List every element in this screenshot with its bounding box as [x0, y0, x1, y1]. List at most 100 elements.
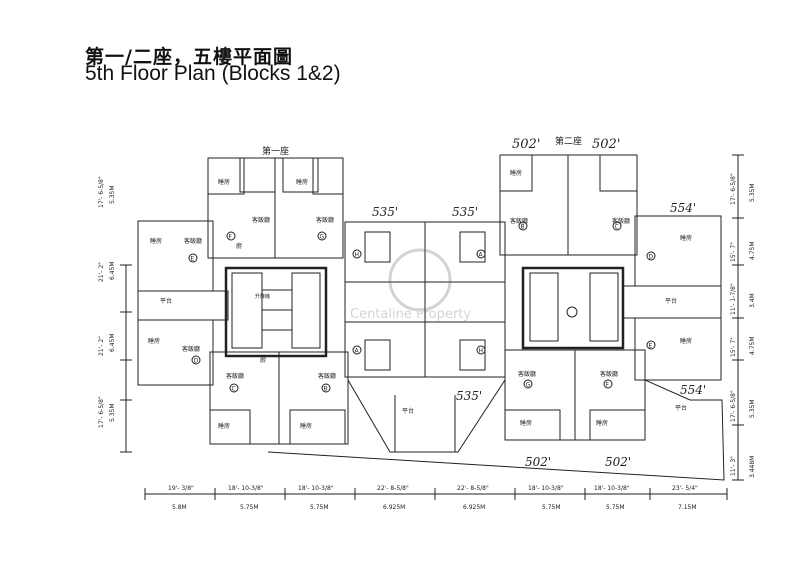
svg-text:15'- 7": 15'- 7" [730, 337, 737, 357]
svg-text:21'- 2": 21'- 2" [98, 262, 105, 282]
room-label: 客飯廳 [252, 216, 270, 224]
svg-text:17'- 6-5/8": 17'- 6-5/8" [98, 176, 105, 208]
svg-text:18'- 10-3/8": 18'- 10-3/8" [594, 485, 630, 492]
svg-text:A: A [355, 348, 360, 355]
block1-label: 第一座 [262, 145, 289, 157]
room-label: 客飯廳 [182, 345, 200, 353]
svg-text:A: A [479, 252, 484, 259]
svg-text:17'- 6-5/8": 17'- 6-5/8" [98, 396, 105, 428]
svg-text:7.15M: 7.15M [678, 504, 697, 511]
svg-text:5.75M: 5.75M [310, 504, 329, 511]
right-dimensions: 17'- 6-5/8" 5.35M 15'- 7" 4.75M 11'- 1-7… [730, 173, 756, 478]
svg-text:5.75M: 5.75M [240, 504, 259, 511]
title-chinese: 第一/二座，五樓平面圖 [85, 46, 293, 68]
room-label: 平台 [675, 404, 687, 412]
block1-left-terrace [137, 290, 229, 321]
svg-text:6.45M: 6.45M [109, 333, 116, 352]
svg-text:G: G [320, 234, 325, 241]
block2-label: 第二座 [555, 135, 582, 147]
svg-text:15'- 7": 15'- 7" [730, 242, 737, 262]
svg-text:22'- 8-5/8": 22'- 8-5/8" [377, 485, 409, 492]
room-label: 睡房 [680, 234, 692, 242]
svg-text:E: E [649, 343, 653, 350]
svg-text:F: F [606, 382, 610, 389]
svg-text:C: C [232, 386, 236, 393]
room-label: 客飯廳 [318, 372, 336, 380]
size-annotation: 535' [372, 205, 398, 219]
svg-text:H: H [355, 252, 360, 259]
size-annotation: 554' [680, 383, 706, 397]
svg-text:23'- 5/4": 23'- 5/4" [672, 485, 698, 492]
block2-right-upper-unit [634, 215, 722, 287]
room-label: 廚 [236, 242, 242, 250]
size-annotation: 502' [512, 137, 540, 152]
title-english: 5th Floor Plan (Blocks 1&2) [85, 62, 341, 85]
svg-text:5.35M: 5.35M [109, 185, 116, 204]
room-label: 睡房 [296, 178, 308, 186]
size-annotation: 502' [605, 455, 631, 469]
room-label: 睡房 [520, 419, 532, 427]
block1-left-upper-unit [137, 220, 214, 292]
svg-text:6.925M: 6.925M [463, 504, 485, 511]
svg-text:3.4M: 3.4M [749, 293, 756, 308]
svg-text:6.925M: 6.925M [383, 504, 405, 511]
room-label: 客飯廳 [226, 372, 244, 380]
svg-text:5.35M: 5.35M [749, 399, 756, 418]
svg-text:4.75M: 4.75M [749, 336, 756, 355]
room-label: 客飯廳 [316, 216, 334, 224]
size-annotation: 535' [456, 389, 482, 403]
svg-text:18'- 10-3/8": 18'- 10-3/8" [228, 485, 264, 492]
svg-text:4.75M: 4.75M [749, 241, 756, 260]
svg-text:5.35M: 5.35M [749, 183, 756, 202]
size-annotation: 502' [592, 137, 620, 152]
room-label: 睡房 [218, 178, 230, 186]
svg-text:F: F [229, 234, 233, 241]
size-annotation: 535' [452, 205, 478, 219]
svg-text:18'- 10-3/8": 18'- 10-3/8" [298, 485, 334, 492]
svg-text:6.45M: 6.45M [109, 261, 116, 280]
svg-text:B: B [324, 386, 328, 393]
room-label: 睡房 [150, 237, 162, 245]
podium-outline [267, 379, 725, 481]
svg-text:5.75M: 5.75M [606, 504, 625, 511]
room-label: 升降機 [255, 293, 270, 300]
svg-text:18'- 10-3/8": 18'- 10-3/8" [528, 485, 564, 492]
block2-right-terrace [622, 285, 722, 319]
room-label: 睡房 [300, 422, 312, 430]
room-label: 客飯廳 [184, 237, 202, 245]
block2-core [521, 266, 625, 350]
svg-text:D: D [194, 358, 199, 365]
room-label: 平台 [402, 407, 414, 415]
room-label: 客飯廳 [612, 217, 630, 225]
watermark: Centaline Property [350, 248, 471, 322]
room-label: 客飯廳 [510, 217, 528, 225]
room-label: 平台 [160, 297, 172, 305]
room-label: 睡房 [596, 419, 608, 427]
svg-text:G: G [526, 382, 531, 389]
svg-text:11'- 3": 11'- 3" [730, 456, 737, 476]
svg-text:19'- 3/8": 19'- 3/8" [168, 485, 194, 492]
svg-text:5.75M: 5.75M [542, 504, 561, 511]
room-label: 客飯廳 [600, 370, 618, 378]
svg-text:17'- 6-5/8": 17'- 6-5/8" [730, 390, 737, 422]
svg-text:21'- 2": 21'- 2" [98, 336, 105, 356]
room-label: 平台 [665, 297, 677, 305]
room-label: 睡房 [680, 337, 692, 345]
svg-text:5.35M: 5.35M [109, 403, 116, 422]
svg-text:B: B [521, 224, 525, 231]
svg-text:H: H [479, 348, 484, 355]
svg-text:3.448M: 3.448M [749, 456, 756, 478]
room-label: 客飯廳 [518, 370, 536, 378]
central-terrace-outline [347, 379, 506, 453]
svg-text:D: D [649, 254, 654, 261]
size-annotation: 502' [525, 455, 551, 469]
room-label: 睡房 [218, 422, 230, 430]
room-label: 睡房 [510, 169, 522, 177]
unit-letters: F G E D H A A H B C D E C B G F [188, 221, 656, 393]
bottom-dimensions: 19'- 3/8" 5.8M 18'- 10-3/8" 5.75M 18'- 1… [168, 485, 698, 511]
room-label: 廚 [260, 356, 266, 364]
svg-text:C: C [615, 224, 619, 231]
size-annotation: 554' [670, 201, 696, 215]
svg-text:17'- 6-5/8": 17'- 6-5/8" [730, 173, 737, 205]
